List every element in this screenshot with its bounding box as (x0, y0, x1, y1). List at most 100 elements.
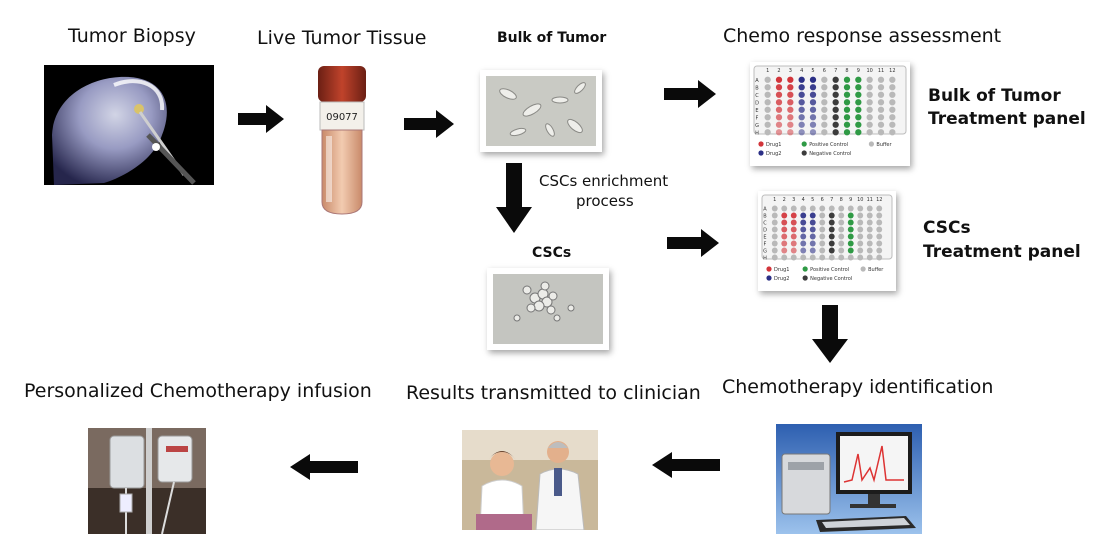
plate-well (764, 91, 771, 98)
plate-well (809, 129, 817, 136)
plate-well (821, 91, 828, 98)
legend-swatch (758, 150, 764, 156)
plate-well (790, 233, 797, 240)
plate-row-label: F (756, 115, 759, 121)
plate-column-label: 1 (773, 197, 776, 203)
plate-well (877, 106, 885, 113)
plate-well (775, 129, 783, 136)
tube-label-text: 09077 (326, 112, 358, 123)
legend-swatch (802, 275, 808, 281)
plate-well (876, 254, 883, 261)
plate-well (809, 99, 817, 106)
plate-well (809, 240, 816, 247)
plate-well (866, 240, 873, 247)
plate-well (781, 240, 788, 247)
plate-well (847, 247, 854, 254)
panel-label-cscs-line2: Treatment panel (923, 242, 1081, 262)
step-label-results-transmitted: Results transmitted to clinician (406, 382, 701, 404)
plate-well (876, 212, 883, 219)
arrow-down-icon (496, 163, 532, 233)
plate-well (775, 91, 783, 98)
plate-well (877, 84, 885, 91)
plate-well (832, 76, 839, 83)
plate-row-label: H (755, 130, 759, 136)
plate-well (821, 76, 828, 83)
plate-well (800, 212, 807, 219)
plate-well (821, 99, 828, 106)
plate-well (832, 99, 839, 106)
plate-column-label: 10 (857, 197, 863, 203)
plate-well (828, 205, 835, 212)
plate-column-label: 11 (867, 197, 873, 203)
plate-well (889, 91, 896, 98)
plate-row-label: C (755, 93, 759, 99)
arrow-right-icon (238, 105, 284, 133)
tissue-tube-image: 09077 (312, 62, 372, 220)
plate-well (838, 212, 845, 219)
plate-well (866, 219, 873, 226)
plate-well (764, 121, 771, 128)
plate-well (828, 240, 835, 247)
plate-well (889, 106, 896, 113)
plate-well (832, 91, 839, 98)
arrow-right-icon (664, 80, 716, 108)
plate-well (764, 114, 771, 121)
legend-swatch (766, 266, 772, 272)
plate-well (838, 254, 845, 261)
legend-swatch (868, 141, 874, 147)
plate-column-label: 1 (766, 68, 769, 74)
plate-well (764, 129, 771, 136)
plate-well (819, 233, 826, 240)
tumor-biopsy-image (44, 65, 214, 185)
legend-swatch (802, 266, 808, 272)
plate-well (866, 254, 873, 261)
legend-label: Drug1 (766, 142, 781, 148)
plate-well (855, 106, 862, 113)
step-label-infusion: Personalized Chemotherapy infusion (24, 380, 372, 402)
plate-well (876, 247, 883, 254)
plate-well (876, 233, 883, 240)
plate-well (857, 205, 864, 212)
plate-well (787, 99, 794, 106)
plate-well (857, 226, 864, 233)
legend-label: Negative Control (809, 151, 851, 157)
plate-well (847, 254, 854, 261)
legend-label: Drug1 (774, 267, 789, 273)
plate-row-label: F (764, 242, 767, 248)
arrow-left-icon (652, 452, 720, 478)
step-label-bulk-of-tumor: Bulk of Tumor (497, 30, 607, 46)
computer-workstation-image (776, 424, 922, 534)
plate-well (800, 254, 807, 261)
plate-row-label: D (763, 228, 767, 234)
step-label-tumor-biopsy: Tumor Biopsy (68, 25, 196, 47)
plate-well (809, 84, 817, 91)
plate-well (809, 76, 817, 83)
plate-well (775, 99, 783, 106)
plate-column-label: 7 (834, 68, 837, 74)
legend-label: Positive Control (810, 267, 849, 273)
legend-label: Drug2 (766, 151, 781, 157)
plate-row-label: H (763, 256, 767, 262)
plate-well (843, 76, 851, 83)
plate-well (771, 226, 778, 233)
plate-well (764, 84, 771, 91)
plate-well (790, 205, 797, 212)
plate-well (809, 121, 817, 128)
step-label-enrichment-line1: CSCs enrichment (539, 172, 669, 190)
panel-label-bulk-line2: Treatment panel (928, 109, 1086, 129)
plate-row-label: B (755, 85, 759, 91)
plate-column-label: 6 (823, 68, 826, 74)
plate-well (800, 247, 807, 254)
plate-well (798, 91, 805, 98)
plate-well (866, 226, 873, 233)
plate-well (857, 233, 864, 240)
plate-row-label: G (763, 249, 767, 255)
plate-row-label: B (763, 214, 767, 220)
plate-well (787, 76, 794, 83)
plate-well (866, 91, 873, 98)
plate-well (787, 129, 794, 136)
plate-well (857, 240, 864, 247)
plate-well (876, 219, 883, 226)
plate-well (877, 99, 885, 106)
plate-column-label: 10 (866, 68, 872, 74)
